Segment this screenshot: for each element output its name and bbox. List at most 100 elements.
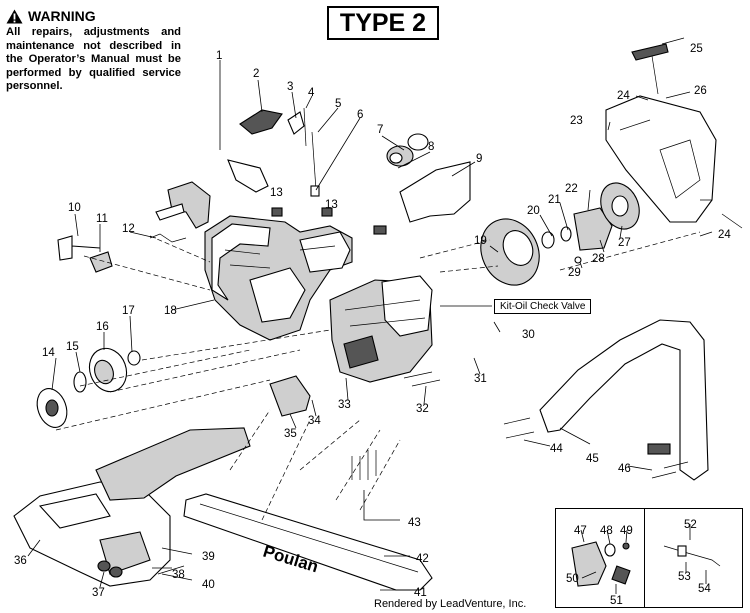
- callout-2: 2: [253, 68, 259, 80]
- fasteners: [157, 199, 743, 575]
- part-3-clip: [287, 111, 305, 135]
- callout-20: 20: [527, 205, 540, 217]
- callout-24-b: 24: [718, 229, 731, 241]
- callout-46: 46: [618, 463, 631, 475]
- kit-oil-check-valve-label: Kit-Oil Check Valve: [494, 299, 592, 314]
- callout-8: 8: [428, 141, 434, 153]
- callout-43: 43: [408, 517, 421, 529]
- starter-housing-ribs: [619, 119, 701, 199]
- callout-31: 31: [474, 373, 487, 385]
- callout-33: 33: [338, 399, 351, 411]
- part-5-rod-end: [310, 185, 320, 197]
- part-26-rope: [651, 55, 659, 95]
- callout-29: 29: [568, 267, 581, 279]
- warning-block: WARNING All repairs, adjustments and mai…: [6, 8, 181, 94]
- assembly-dashed-lines: [55, 231, 701, 521]
- callout-26: 26: [694, 85, 707, 97]
- callout-50: 50: [566, 573, 579, 585]
- callout-3: 3: [287, 81, 293, 93]
- callout-47: 47: [574, 525, 587, 537]
- part-13-clip-b: [321, 207, 333, 217]
- part-1-throttle-assembly: [155, 159, 269, 229]
- crankcase-housing: [204, 215, 433, 383]
- leader-lines: [27, 37, 707, 594]
- callout-42: 42: [416, 553, 429, 565]
- callout-10: 10: [68, 202, 81, 214]
- clutch-group: [36, 347, 141, 428]
- callout-35: 35: [284, 428, 297, 440]
- callout-1: 1: [216, 50, 222, 62]
- callout-7: 7: [377, 124, 383, 136]
- callout-16: 16: [96, 321, 109, 333]
- part-bar-mount-plate: [95, 427, 251, 501]
- part-11-bracket: [89, 251, 113, 273]
- part-9-shield: [399, 161, 471, 223]
- callout-21: 21: [548, 194, 561, 206]
- part-10-mount: [57, 235, 101, 261]
- callout-54: 54: [698, 583, 711, 595]
- part-4-pin: [303, 107, 307, 147]
- callout-32: 32: [416, 403, 429, 415]
- callout-15: 15: [66, 341, 79, 353]
- callout-27: 27: [618, 237, 631, 249]
- callout-14: 14: [42, 347, 55, 359]
- callout-4: 4: [308, 87, 315, 99]
- part-37-nut: [97, 560, 111, 572]
- guide-bar-groove: [199, 503, 419, 573]
- callout-numbers: 1 2 3 4 5 6 7 8 9 10 11 12 13 13 14 15 1…: [14, 43, 731, 607]
- flywheel-group: [480, 182, 640, 286]
- part-7-oil-cap: [386, 133, 429, 167]
- callout-51: 51: [610, 595, 623, 607]
- callout-28: 28: [592, 253, 605, 265]
- callout-23: 23: [570, 115, 583, 127]
- part-45-handle-clamp: [647, 443, 671, 455]
- callout-30: 30: [522, 329, 535, 341]
- warning-heading: WARNING: [6, 8, 181, 24]
- part-45-front-handle: [539, 319, 709, 481]
- callout-5: 5: [335, 98, 341, 110]
- inset-box: [555, 508, 743, 608]
- part-12-spring: [149, 233, 187, 243]
- callout-45: 45: [586, 453, 599, 465]
- callout-25: 25: [690, 43, 703, 55]
- callout-18: 18: [164, 305, 177, 317]
- part-13-clip-c: [373, 225, 387, 235]
- callout-11: 11: [96, 213, 108, 225]
- callout-38: 38: [172, 569, 185, 581]
- type-label: TYPE 2: [327, 6, 439, 40]
- callout-41: 41: [414, 587, 427, 599]
- part-2-bracket: [239, 109, 283, 135]
- callout-34: 34: [308, 415, 321, 427]
- inset-parts: [571, 541, 721, 587]
- callout-36: 36: [14, 555, 27, 567]
- part-23-starter-housing: [605, 95, 717, 223]
- part-5-rod: [311, 131, 317, 191]
- inset-divider: [644, 508, 645, 608]
- callout-40: 40: [202, 579, 215, 591]
- part-35-plate: [269, 375, 311, 417]
- warning-triangle-icon: [6, 9, 23, 23]
- clutch-cover-window: [38, 493, 111, 529]
- callout-13: 13: [270, 187, 283, 199]
- callout-12: 12: [122, 223, 135, 235]
- callout-49: 49: [620, 525, 633, 537]
- callout-22: 22: [565, 183, 578, 195]
- callout-39: 39: [202, 551, 215, 563]
- callout-37: 37: [92, 587, 105, 599]
- callout-17: 17: [122, 305, 135, 317]
- callout-52: 52: [684, 519, 697, 531]
- callout-48: 48: [600, 525, 613, 537]
- part-25-rope-handle: [631, 43, 669, 61]
- footer-credit: Rendered by LeadVenture, Inc.: [374, 598, 527, 610]
- part-41-guide-bar: [183, 493, 433, 591]
- warning-text: All repairs, adjustments and maintenance…: [6, 26, 181, 92]
- warning-title: WARNING: [28, 8, 96, 24]
- callout-13-b: 13: [325, 199, 338, 211]
- callout-24: 24: [617, 90, 630, 102]
- callout-9: 9: [476, 153, 482, 165]
- part-13-clip: [271, 207, 283, 217]
- callout-53: 53: [678, 571, 691, 583]
- callout-19: 19: [474, 235, 487, 247]
